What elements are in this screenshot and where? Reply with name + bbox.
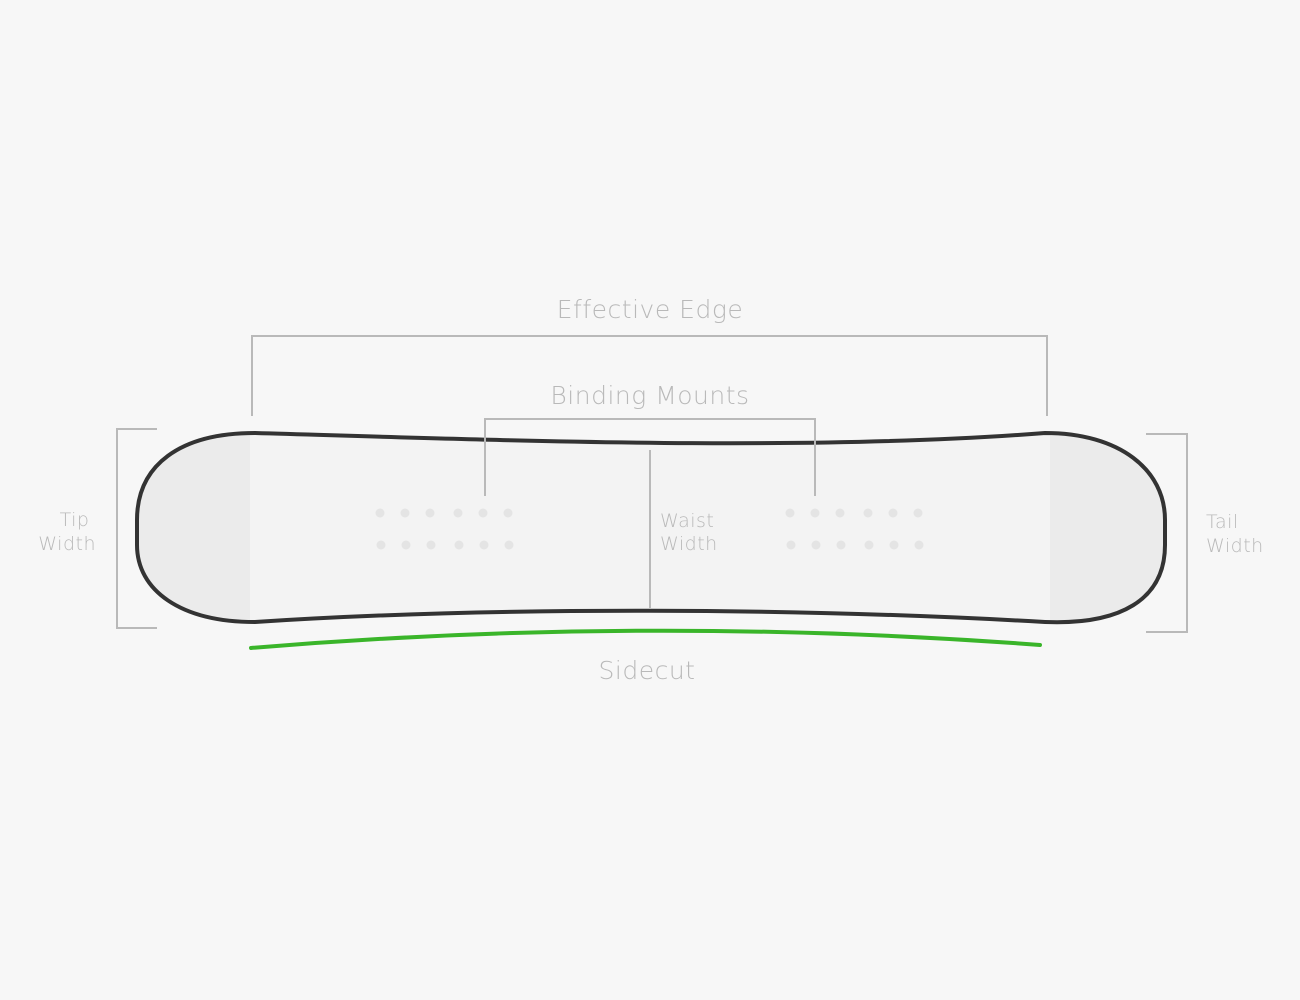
tail-width-label: Tail Width — [1206, 511, 1264, 557]
insert-dot-left — [478, 508, 488, 518]
tip-width-label-line2: Width — [38, 533, 96, 555]
binding-mounts-label: Binding Mounts — [550, 381, 749, 410]
insert-dot-right — [836, 540, 846, 550]
effective-edge-bracket — [251, 335, 1048, 416]
board-outline — [135, 431, 1167, 625]
insert-dot-left — [375, 508, 385, 518]
tip-zone — [137, 433, 250, 623]
insert-dot-left — [479, 540, 489, 550]
insert-dot-left — [453, 508, 463, 518]
insert-dot-right — [811, 540, 821, 550]
tip-width-label: Tip Width — [38, 509, 96, 555]
insert-dot-left — [426, 540, 436, 550]
insert-dot-right — [785, 508, 795, 518]
effective-edge-label: Effective Edge — [557, 295, 743, 324]
binding-mounts-bracket — [484, 418, 816, 496]
binding-inserts-right — [785, 508, 924, 550]
insert-dot-right — [914, 540, 924, 550]
insert-dot-left — [376, 540, 386, 550]
insert-dot-right — [835, 508, 845, 518]
insert-dot-left — [503, 508, 513, 518]
insert-dot-right — [810, 508, 820, 518]
tip-width-bracket — [116, 428, 157, 629]
waist-width-label: Waist Width — [660, 510, 721, 555]
insert-dot-left — [401, 540, 411, 550]
insert-dot-right — [913, 508, 923, 518]
binding-inserts-left — [375, 508, 514, 550]
waist-width-label-line2: Width — [660, 533, 718, 555]
tail-zone — [1050, 433, 1165, 623]
tip-width-label-line1: Tip — [60, 509, 90, 531]
insert-dot-right — [863, 508, 873, 518]
insert-dot-right — [864, 540, 874, 550]
waist-width-label-line1: Waist — [660, 510, 714, 532]
insert-dot-right — [888, 508, 898, 518]
insert-dot-right — [889, 540, 899, 550]
tail-width-label-line1: Tail — [1206, 511, 1239, 533]
sidecut-label: Sidecut — [599, 656, 696, 685]
sidecut-curve — [249, 628, 1042, 650]
tail-width-label-line2: Width — [1206, 535, 1264, 557]
insert-dot-left — [425, 508, 435, 518]
insert-dot-left — [454, 540, 464, 550]
insert-dot-left — [504, 540, 514, 550]
insert-dot-right — [786, 540, 796, 550]
tail-width-bracket — [1146, 433, 1188, 633]
insert-dot-left — [400, 508, 410, 518]
